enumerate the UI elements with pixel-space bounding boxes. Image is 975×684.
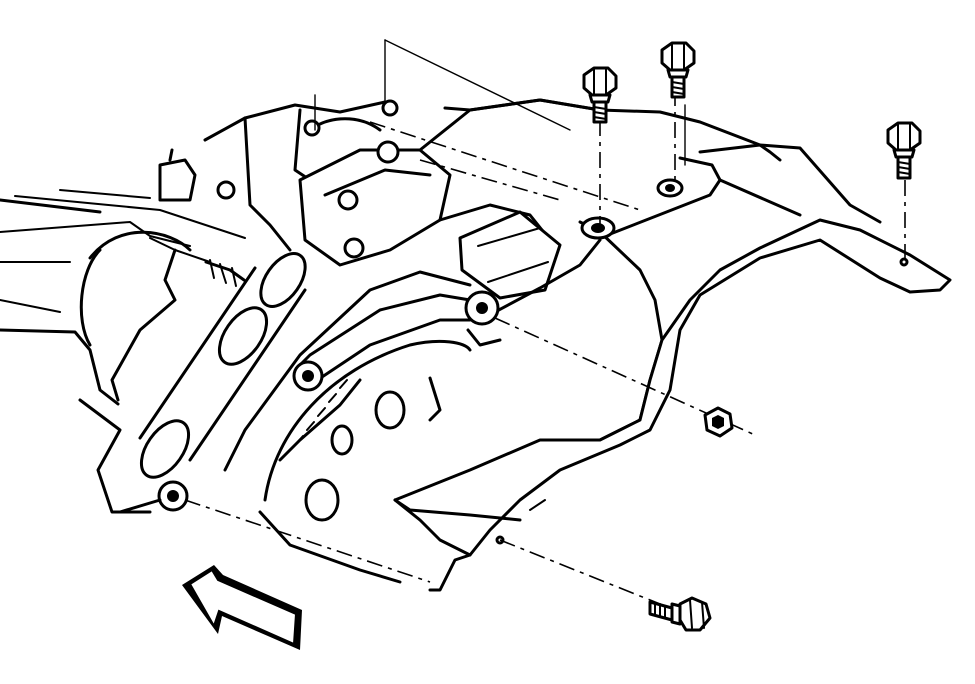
bolt-icon <box>582 41 922 632</box>
nut-icon <box>703 406 734 438</box>
bolt-upper-middle <box>660 41 696 99</box>
flywheel-cover <box>393 98 952 592</box>
bolt-upper-right <box>886 121 922 180</box>
engine-block-outline <box>0 189 246 514</box>
support-brace <box>292 290 502 392</box>
flywheel <box>223 270 472 584</box>
bolt-upper-left <box>582 66 618 124</box>
bolt-lower <box>648 596 712 632</box>
exhaust-pipe-assembly <box>118 252 307 514</box>
front-arrow-icon <box>182 565 302 650</box>
exhaust-manifold <box>158 98 602 300</box>
alignment-lines <box>184 39 906 621</box>
